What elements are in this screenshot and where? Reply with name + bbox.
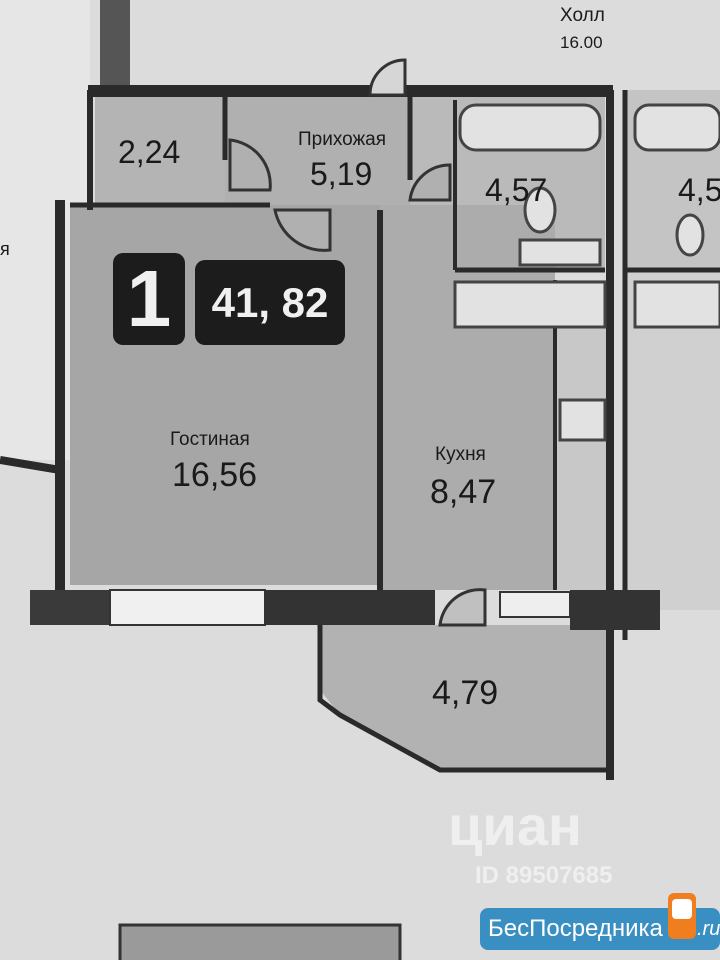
mascot-icon bbox=[668, 893, 696, 939]
bathroom-area: 4,57 bbox=[485, 172, 548, 208]
door bbox=[368, 58, 407, 97]
room-balcony bbox=[320, 625, 610, 770]
storage-area: 2,24 bbox=[118, 134, 181, 170]
toilet bbox=[675, 213, 705, 257]
window bbox=[109, 589, 266, 626]
neighbor-bathroom-area: 4,5 bbox=[678, 172, 720, 208]
living-name: Гостиная bbox=[170, 429, 250, 450]
balcony-area: 4,79 bbox=[432, 674, 499, 712]
hall-area: 16.00 bbox=[560, 33, 603, 52]
door bbox=[438, 588, 487, 627]
door bbox=[273, 208, 332, 252]
kitchen-name: Кухня bbox=[435, 444, 486, 465]
bathtub bbox=[633, 103, 720, 152]
toilet bbox=[523, 186, 557, 234]
site-logo-text: БесПосредника bbox=[488, 915, 663, 942]
side-fragment: я bbox=[0, 239, 10, 259]
total-area-badge: 41, 82 bbox=[195, 260, 345, 345]
hallway-area: 5,19 bbox=[310, 156, 373, 192]
room-count-badge: 1 bbox=[113, 253, 185, 345]
cian-watermark: циан bbox=[448, 794, 582, 857]
door bbox=[228, 138, 272, 192]
window bbox=[499, 591, 571, 618]
kitchen-area: 8,47 bbox=[430, 473, 497, 511]
room-storage bbox=[95, 95, 225, 205]
site-tld: .ru bbox=[697, 918, 720, 940]
hallway-name: Прихожая bbox=[298, 129, 387, 150]
bathtub bbox=[458, 103, 602, 152]
cian-id-watermark: ID 89507685 bbox=[475, 862, 613, 889]
door bbox=[408, 163, 452, 202]
living-area: 16,56 bbox=[172, 456, 258, 494]
hall-name: Холл bbox=[560, 5, 605, 26]
